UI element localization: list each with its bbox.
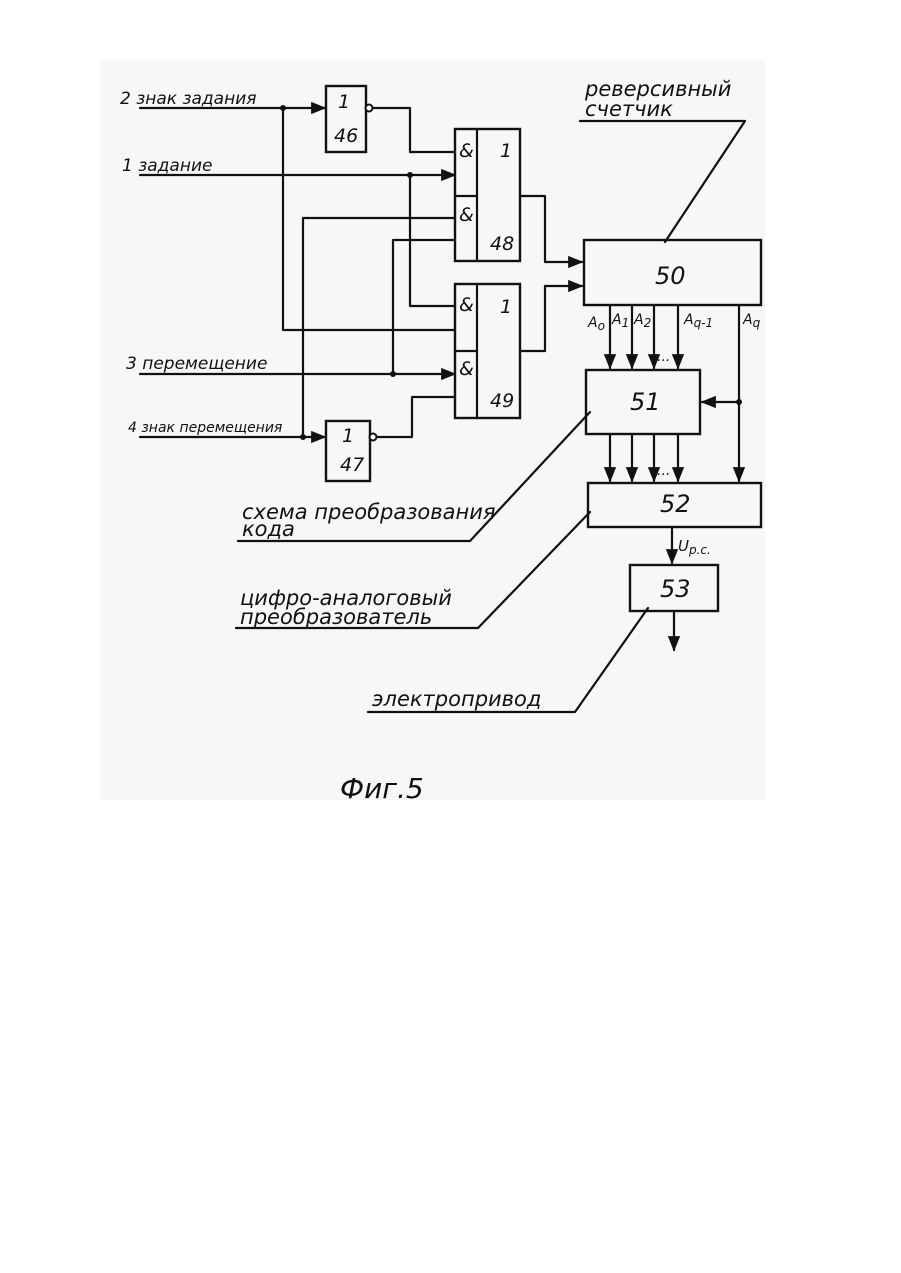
block-52-number: 52 (660, 490, 691, 518)
wire-48-to-50 (520, 196, 582, 262)
wire-49-to-50 (520, 286, 582, 351)
block-51-number: 51 (630, 388, 661, 416)
inverter-47-bubble (370, 434, 377, 441)
bus-dots-upper: ... (657, 349, 670, 365)
voltage-label: U (678, 537, 689, 555)
bus-a1-label: A (611, 312, 622, 328)
counter-block-50: 50 (584, 240, 761, 305)
block-50-number: 50 (655, 262, 686, 290)
counter-leader-line (580, 121, 745, 242)
svg-text:Aq: Aq (742, 312, 761, 330)
bus-a2-label: A (633, 312, 644, 328)
bus-aq1-label: A (683, 312, 694, 328)
inverter-47-number: 47 (340, 454, 364, 476)
and-gate-48-top: & (459, 140, 474, 162)
converter-caption-line2: кода (242, 517, 295, 541)
bus-aq1-sub: q-1 (694, 316, 714, 330)
cross-wiring (280, 105, 455, 440)
logic-block-49: & & 1 49 (455, 284, 520, 418)
bus-dots-lower: ... (657, 463, 670, 479)
bus-aq-sub: q (753, 316, 761, 330)
dac-block-52: 52 (588, 483, 761, 527)
input-label-4: 4 знак перемещения (128, 420, 282, 436)
drive-caption: электропривод (372, 687, 541, 711)
svg-text:Uр.с.: Uр.с. (678, 537, 711, 557)
svg-text:Ao: Ao (587, 315, 605, 333)
and-gate-49-top: & (459, 294, 474, 316)
code-converter-block-51: 51 (586, 370, 700, 434)
input-label-1: 1 задание (122, 156, 212, 176)
block-53-number: 53 (660, 575, 691, 603)
or-gate-48-symbol: 1 (500, 140, 512, 162)
or-gate-49-symbol: 1 (500, 296, 512, 318)
svg-text:A2: A2 (633, 312, 651, 330)
drive-block-53: 53 (630, 565, 718, 611)
dac-caption-line2: преобразователь (240, 605, 432, 629)
bus-a0-sub: o (598, 319, 605, 333)
bus-a2-sub: 2 (644, 316, 652, 330)
bus-a1-sub: 1 (622, 316, 630, 330)
and-gate-49-bottom: & (459, 358, 474, 380)
block-49-number: 49 (490, 390, 514, 412)
inverter-46-number: 46 (334, 125, 358, 147)
voltage-sub: р.с. (688, 543, 711, 557)
inverter-47: 1 47 (326, 421, 377, 481)
svg-text:Aq-1: Aq-1 (683, 312, 713, 330)
logic-block-48: & & 1 48 (455, 129, 520, 261)
bus-a0-label: A (587, 315, 598, 331)
bus-aq-label: A (742, 312, 753, 328)
bus-labels-a: Ao A1 A2 Aq-1 Aq ... (587, 312, 761, 365)
input-label-3: 3 перемещение (126, 354, 267, 374)
wire-47-to-49 (377, 397, 455, 437)
inverter-47-symbol: 1 (342, 425, 354, 447)
svg-text:A1: A1 (611, 312, 629, 330)
inverter-46: 1 46 (326, 86, 373, 152)
counter-caption-line2: счетчик (585, 97, 673, 121)
input-label-2: 2 знак задания (120, 89, 256, 109)
inverter-46-bubble (366, 105, 373, 112)
figure-label: Фиг.5 (340, 772, 424, 805)
inverter-46-symbol: 1 (338, 91, 350, 113)
and-gate-48-bottom: & (459, 204, 474, 226)
block-48-number: 48 (490, 233, 514, 255)
wire-46-to-48 (373, 108, 455, 152)
